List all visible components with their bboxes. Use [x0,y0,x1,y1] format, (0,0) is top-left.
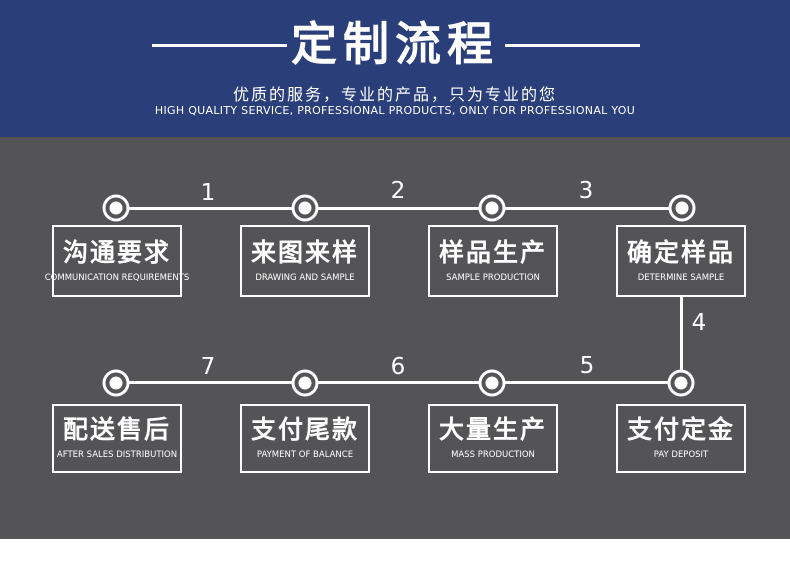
node-circle-1 [109,201,123,215]
step-subtitle-en: PAYMENT OF BALANCE [256,450,354,461]
step-title-cn: 来图来样 [250,237,359,267]
step-subtitle-en: AFTER SALES DISTRIBUTION [56,450,178,461]
step-subtitle-en: MASS PRODUCTION [451,450,535,461]
step-number-6: 6 [390,354,406,380]
connector-line-vertical [680,297,683,385]
connector-line-top [116,207,682,210]
footer-strip [0,539,790,564]
node-circle-2 [298,201,312,215]
step-card-sample-production: 样品生产 SAMPLE PRODUCTION [428,225,558,297]
step-number-1: 1 [200,180,216,206]
step-subtitle-en: SAMPLE PRODUCTION [446,272,540,283]
node-circle-7 [298,376,312,390]
title-row: 定制流程 [0,12,790,71]
step-card-communication-requirements: 沟通要求 COMMUNICATION REQUIREMENTS [45,225,189,297]
step-card-mass-production: 大量生产 MASS PRODUCTION [428,404,558,473]
step-subtitle-en: PAY DEPOSIT [653,450,709,461]
page-title: 定制流程 [291,17,499,71]
step-title-cn: 大量生产 [438,415,547,445]
step-subtitle-en: DRAWING AND SAMPLE [255,272,355,283]
step-number-3: 3 [578,178,594,204]
step-title-cn: 支付尾款 [250,415,359,445]
step-number-2: 2 [390,178,406,204]
step-number-4: 4 [691,310,707,336]
node-circle-8 [109,376,123,390]
step-card-drawing-and-sample: 来图来样 DRAWING AND SAMPLE [240,225,370,297]
step-title-cn: 沟通要求 [62,237,171,267]
step-number-7: 7 [200,354,216,380]
node-circle-5 [674,376,688,390]
step-title-cn: 样品生产 [438,237,547,267]
step-number-5: 5 [579,353,595,379]
flow-diagram: 1 2 3 4 5 6 7 沟通要求 COMMUNICATION REQUIRE… [0,137,790,539]
header-banner: 定制流程 优质的服务，专业的产品，只为专业的您 HIGH QUALITY SER… [0,0,790,137]
step-card-determine-sample: 确定样品 DETERMINE SAMPLE [616,225,746,297]
step-title-cn: 确定样品 [626,237,735,267]
step-card-payment-of-balance: 支付尾款 PAYMENT OF BALANCE [240,404,370,473]
node-circle-3 [485,201,499,215]
step-title-cn: 支付定金 [626,415,735,445]
step-subtitle-en: DETERMINE SAMPLE [637,272,725,283]
step-title-cn: 配送售后 [62,415,171,445]
node-circle-4 [675,201,689,215]
title-divider-right [505,44,640,47]
step-card-pay-deposit: 支付定金 PAY DEPOSIT [616,404,746,473]
title-divider-left [152,44,287,47]
subtitle-english: HIGH QUALITY SERVICE, PROFESSIONAL PRODU… [154,104,636,117]
step-card-after-sales-distribution: 配送售后 AFTER SALES DISTRIBUTION [52,404,182,473]
node-circle-6 [485,376,499,390]
connector-line-bottom [116,381,681,384]
subtitle-chinese: 优质的服务，专业的产品，只为专业的您 [232,85,557,104]
step-subtitle-en: COMMUNICATION REQUIREMENTS [44,272,190,283]
